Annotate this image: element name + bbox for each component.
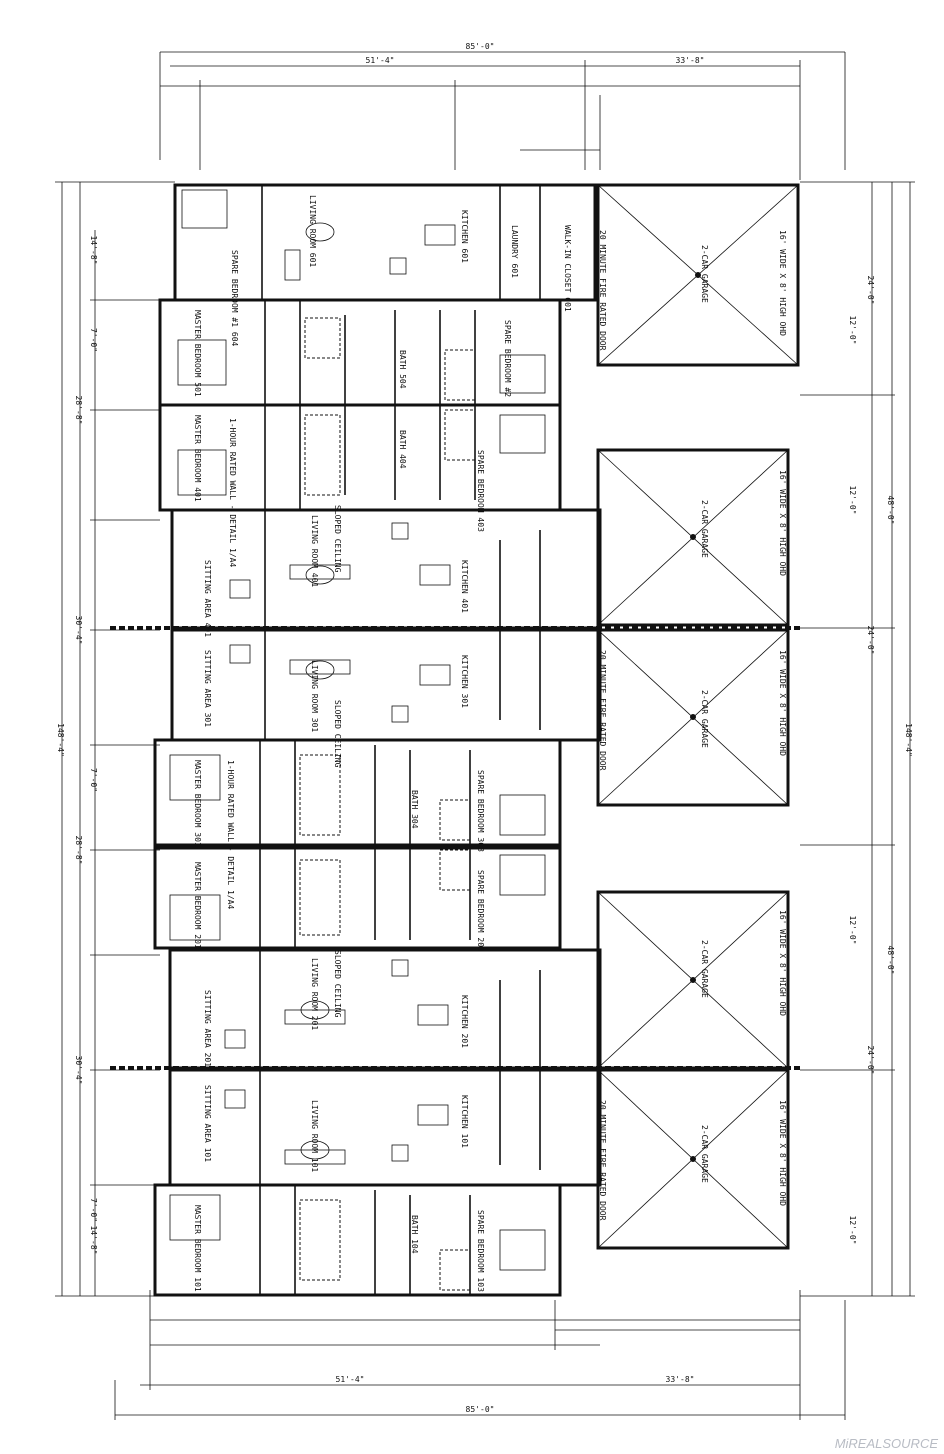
- dim-bay-a-4: 12'-0": [848, 1216, 857, 1245]
- label-bath-504: BATH 504: [398, 350, 407, 389]
- dim-right-segment: 33'-8": [676, 56, 705, 65]
- label-living-301: LIVING ROOM 301: [310, 660, 319, 732]
- dimension-lines: [55, 51, 915, 1420]
- label-garage-4: 2-CAR GARAGE: [700, 940, 709, 998]
- label-bath-404: BATH 404: [398, 430, 407, 469]
- interior-walls: [259, 185, 541, 1295]
- furniture: [169, 189, 546, 1271]
- label-hour-rated-2: 1-HOUR RATED WALL - DETAIL 1/A4: [226, 760, 235, 909]
- label-spare-203: SPARE BEDROOM 203: [476, 870, 485, 952]
- label-kitchen-101: KITCHEN 101: [460, 1095, 469, 1148]
- label-hour-rated-1: 1-HOUR RATED WALL - DETAIL 1/A4: [228, 418, 237, 567]
- dim-garage-depth-3: 24'-0": [866, 1046, 875, 1075]
- dim-garage-depth-1: 24'-0": [866, 276, 875, 305]
- label-sitting-401: SITTING AREA 401: [203, 560, 212, 637]
- label-master-401: MASTER BEDROOM 401: [193, 415, 202, 502]
- dim-left-segment: 51'-4": [366, 56, 395, 65]
- label-living-601: LIVING ROOM 601: [308, 195, 317, 267]
- dim-unit-length-right: 148'-4": [904, 723, 913, 757]
- label-garage-1: 2-CAR GARAGE: [700, 245, 709, 303]
- dimension-labels: 85'-0" 51'-4" 33'-8" 85'-0" 51'-4" 33'-8…: [56, 42, 913, 1414]
- garage-3: [596, 628, 790, 807]
- label-kitchen-401: KITCHEN 401: [460, 560, 469, 613]
- dim-bay-a-2: 12'-0": [848, 486, 857, 515]
- garages: [596, 183, 800, 1250]
- label-spare-103: SPARE BEDROOM 103: [476, 1210, 485, 1292]
- garage-1: [596, 183, 800, 367]
- label-laundry-601: LAUNDRY 601: [510, 225, 519, 278]
- dim-overall-width-bottom: 85'-0": [466, 1405, 495, 1414]
- label-spare-502: SPARE BEDROOM #2: [503, 320, 512, 397]
- label-living-101: LIVING ROOM 101: [310, 1100, 319, 1172]
- dim-bay-e-1: 30'-4": [74, 616, 83, 645]
- label-kitchen-601: KITCHEN 601: [460, 210, 469, 263]
- label-fire-wall-3: 20 MINUTE FIRE RATED DOOR: [598, 1100, 607, 1221]
- dim-left-bottom: 51'-4": [336, 1375, 365, 1384]
- garage-5: [596, 1068, 790, 1250]
- label-sloped-3: SLOPED CEILING: [333, 950, 342, 1018]
- dim-right-bottom: 33'-8": [666, 1375, 695, 1384]
- label-bath-304: BATH 304: [410, 790, 419, 829]
- watermark: MiREALSOURCE: [835, 1436, 939, 1451]
- label-garage-5: 2-CAR GARAGE: [700, 1125, 709, 1183]
- dim-overall-width: 85'-0": [466, 42, 495, 51]
- label-walkin-601: WALK-IN CLOSET 601: [563, 225, 572, 312]
- dim-garage-pair-1: 48'-0": [886, 496, 895, 525]
- closets: [299, 317, 476, 1291]
- label-bath-104: BATH 104: [410, 1215, 419, 1254]
- label-sitting-301: SITTING AREA 301: [203, 650, 212, 727]
- dim-bay-c-2: 14'-8": [89, 1226, 98, 1255]
- label-living-401: LIVING ROOM 401: [310, 515, 319, 587]
- garage-4: [596, 890, 790, 1070]
- label-sloped-2: SLOPED CEILING: [333, 700, 342, 768]
- dim-bay-d-1: 28'-8": [74, 396, 83, 425]
- label-ohd-4: 16' WIDE X 8' HIGH OHD: [778, 910, 787, 1016]
- label-kitchen-201: KITCHEN 201: [460, 995, 469, 1048]
- label-sloped-1: SLOPED CEILING: [333, 505, 342, 573]
- dim-bay-b-2: 7'-0": [89, 768, 98, 792]
- dim-bay-e-2: 30'-4": [74, 1056, 83, 1085]
- label-garage-3: 2-CAR GARAGE: [700, 690, 709, 748]
- label-master-301: MASTER BEDROOM 301: [193, 760, 202, 847]
- label-spare-601: SPARE BEDROOM #1 604: [230, 250, 239, 347]
- label-ohd-5: 16' WIDE X 8' HIGH OHD: [778, 1100, 787, 1206]
- dim-garage-depth-2: 24'-0": [866, 626, 875, 655]
- label-garage-2: 2-CAR GARAGE: [700, 500, 709, 558]
- label-ohd-3: 16' WIDE X 8' HIGH OHD: [778, 650, 787, 756]
- garage-2: [596, 448, 790, 627]
- dim-unit-length-left: 148'-4": [56, 723, 65, 757]
- label-ohd-1: 16' WIDE X 8' HIGH OHD: [778, 230, 787, 336]
- dim-bay-d-2: 28'-8": [74, 836, 83, 865]
- label-kitchen-301: KITCHEN 301: [460, 655, 469, 708]
- room-labels: SPARE BEDROOM #1 604 LIVING ROOM 601 KIT…: [193, 195, 787, 1292]
- dim-garage-pair-2: 48'-0": [886, 946, 895, 975]
- label-fire-wall-2: 20 MINUTE FIRE RATED DOOR: [598, 650, 607, 771]
- dim-bay-c-1: 14'-8": [89, 236, 98, 265]
- dim-bay-a-1: 12'-0": [848, 316, 857, 345]
- label-spare-303: SPARE BEDROOM 303: [476, 770, 485, 852]
- label-spare-403: SPARE BEDROOM 403: [476, 450, 485, 532]
- label-fire-wall-1: 20 MINUTE FIRE RATED DOOR: [598, 230, 607, 351]
- party-walls: [110, 626, 800, 1070]
- label-sitting-101: SITTING AREA 101: [203, 1085, 212, 1162]
- dim-bay-a-3: 12'-0": [848, 916, 857, 945]
- label-master-201: MASTER BEDROOM 201: [193, 862, 202, 949]
- label-master-501: MASTER BEDROOM 501: [193, 310, 202, 397]
- label-ohd-2: 16' WIDE X 8' HIGH OHD: [778, 470, 787, 576]
- dim-bay-b-3: 7'-0": [89, 1198, 98, 1222]
- dim-bay-b-1: 7'-0": [89, 328, 98, 352]
- label-living-201: LIVING ROOM 201: [310, 958, 319, 1030]
- label-master-101: MASTER BEDROOM 101: [193, 1205, 202, 1292]
- label-sitting-201: SITTING AREA 201: [203, 990, 212, 1067]
